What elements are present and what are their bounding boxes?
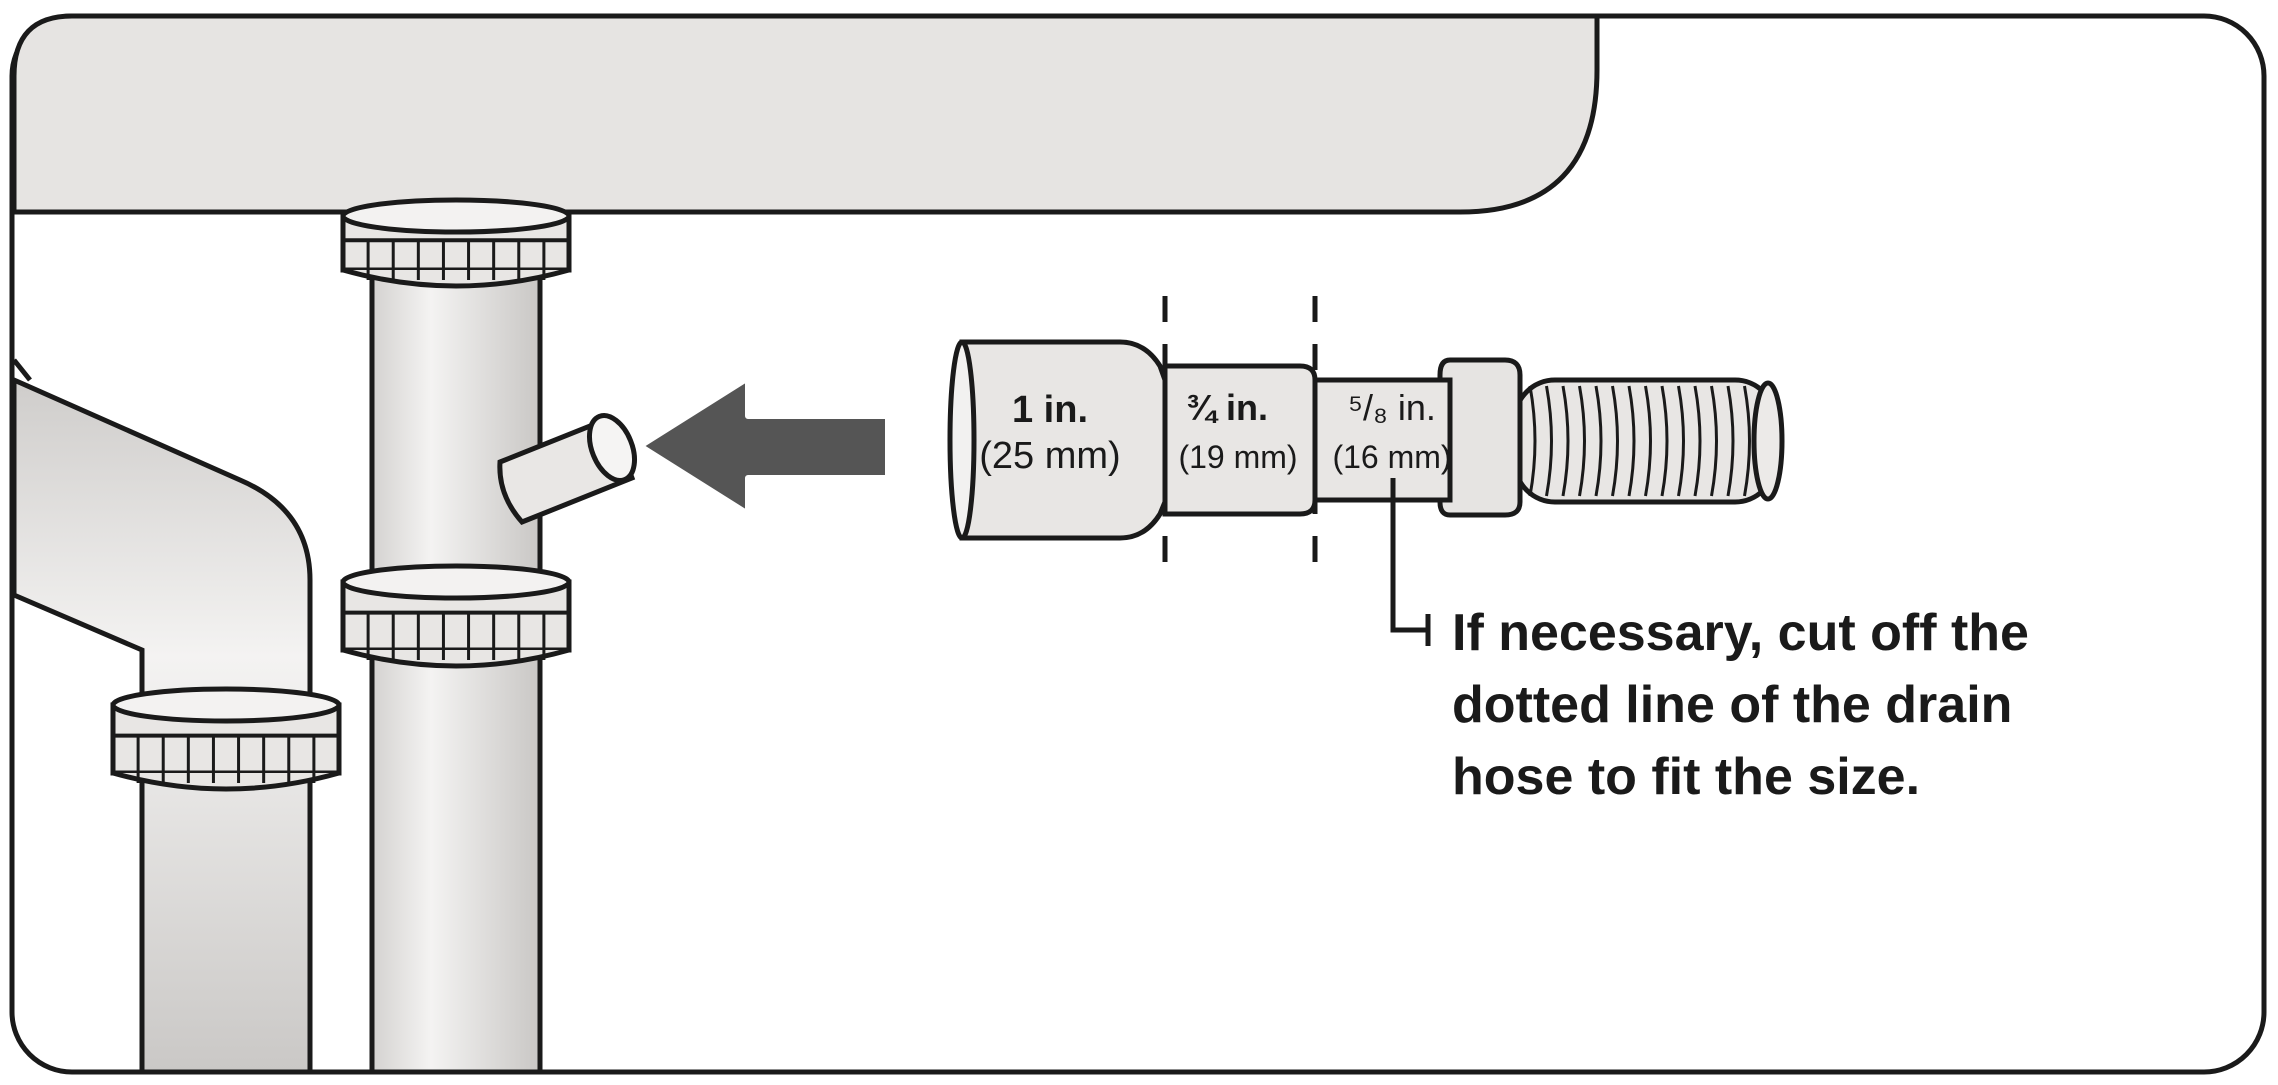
- note-line-2: dotted line of the drain: [1452, 676, 2012, 734]
- section-2-metric-label: (19 mm): [1178, 439, 1297, 475]
- trap-nut-left: [110, 686, 342, 792]
- section-3-metric-label: (16 mm): [1332, 439, 1451, 475]
- drain-inlet-stub: [497, 413, 637, 525]
- section-3-size-label: ⁵/₈ in.: [1348, 387, 1436, 428]
- note-leader-line: [1390, 478, 1431, 646]
- note-line-3: hose to fit the size.: [1452, 748, 1920, 806]
- coupling-nut-middle: [340, 563, 572, 669]
- section-2-size-label: ¾ in.: [1186, 387, 1268, 428]
- arrow-left-icon: [637, 375, 891, 517]
- corrugated-hose: [1512, 377, 1785, 505]
- note-line-1: If necessary, cut off the: [1452, 604, 2029, 662]
- drain-hose-assembly: [947, 296, 1785, 576]
- sink-basin: [11, 13, 1600, 215]
- section-1-size-label: 1 in.: [1012, 389, 1088, 431]
- section-1-metric-label: (25 mm): [979, 435, 1120, 477]
- coupling-nut-top: [340, 197, 572, 289]
